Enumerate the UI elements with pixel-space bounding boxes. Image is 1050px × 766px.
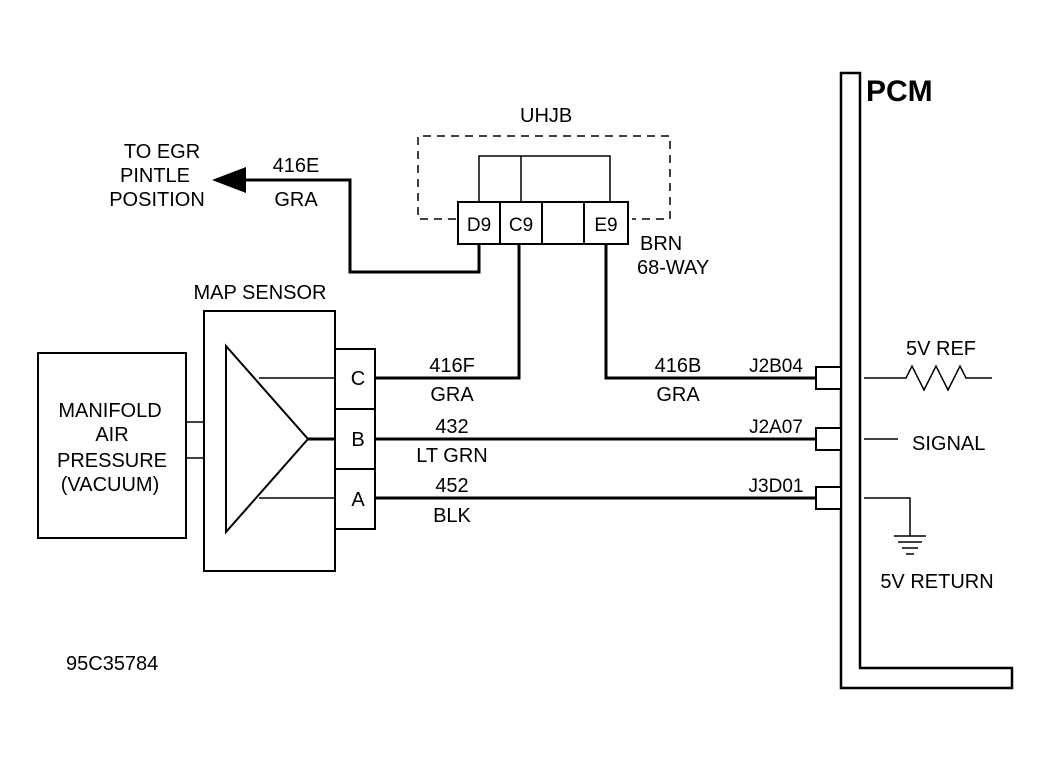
wire-416f-color: GRA bbox=[430, 384, 474, 406]
egr-label-line2: PINTLE bbox=[120, 165, 190, 187]
map-pin-label-b: B bbox=[351, 429, 364, 451]
terminal-label-j2a07: J2A07 bbox=[749, 417, 803, 438]
pcm-function-5v-ref: 5V REF bbox=[906, 338, 976, 360]
uhjb-pin-c9 bbox=[499, 201, 543, 245]
map-pin-b bbox=[334, 408, 376, 470]
map-sensor: MAP SENSOR C B A bbox=[194, 282, 376, 572]
manifold-label-line3: PRESSURE bbox=[57, 450, 167, 472]
pcm-module: PCM bbox=[839, 71, 1014, 690]
pcm-signal-circuit: SIGNAL bbox=[864, 433, 985, 455]
pcm-5v-return-circuit: 5V RETURN bbox=[864, 497, 994, 593]
wire-432-color: LT GRN bbox=[416, 445, 488, 467]
wire-416b: 416B GRA bbox=[604, 244, 816, 406]
wire-432-circuit: 432 bbox=[435, 416, 468, 438]
figure-id: 95C35784 bbox=[66, 653, 158, 675]
wire-416e-color: GRA bbox=[274, 189, 318, 211]
resistor-icon bbox=[864, 364, 992, 392]
wire-432: 432 LT GRN bbox=[375, 416, 816, 467]
map-pin-label-a: A bbox=[351, 489, 365, 511]
terminal-label-j2b04: J2B04 bbox=[749, 356, 803, 377]
uhjb-pin-label-c9: C9 bbox=[509, 215, 533, 236]
wire-416e-circuit: 416E bbox=[273, 155, 320, 177]
pcm-terminal-j2b04 bbox=[815, 366, 842, 390]
egr-output: TO EGR PINTLE POSITION 416E GRA bbox=[109, 141, 481, 274]
connector-type-label: 68-WAY bbox=[637, 257, 709, 279]
manifold-label-line2: AIR bbox=[95, 424, 128, 446]
egr-label-line1: TO EGR bbox=[124, 141, 200, 163]
wire-416f-circuit: 416F bbox=[429, 355, 475, 377]
pcm-terminal-j3d01 bbox=[815, 486, 842, 510]
terminal-label-j3d01: J3D01 bbox=[749, 476, 804, 497]
pcm-terminal-j2a07 bbox=[815, 427, 842, 451]
wire-452: 452 BLK bbox=[375, 475, 816, 527]
pcm-5v-ref-circuit: 5V REF bbox=[864, 338, 992, 392]
wire-416b-color: GRA bbox=[656, 384, 700, 406]
egr-label-line3: POSITION bbox=[109, 189, 205, 211]
uhjb-junction-block: UHJB D9 C9 E9 BRN 68-WAY bbox=[417, 105, 709, 279]
uhjb-pin-label-d9: D9 bbox=[467, 215, 491, 236]
manifold-air-pressure: MANIFOLD AIR PRESSURE (VACUUM) bbox=[37, 352, 187, 539]
pcm-function-5v-return: 5V RETURN bbox=[880, 571, 993, 593]
wire-416f: 416F GRA bbox=[375, 244, 521, 406]
wire-452-color: BLK bbox=[433, 505, 471, 527]
manifold-label-line1: MANIFOLD bbox=[58, 400, 161, 422]
map-pin-label-c: C bbox=[351, 368, 365, 390]
manifold-label-line4: (VACUUM) bbox=[61, 474, 160, 496]
uhjb-pin-label-e9: E9 bbox=[594, 215, 617, 236]
uhjb-label: UHJB bbox=[520, 105, 572, 127]
map-pin-a bbox=[334, 468, 376, 530]
map-sensor-label: MAP SENSOR bbox=[194, 282, 327, 304]
ground-icon bbox=[894, 535, 926, 555]
wire-452-circuit: 452 bbox=[435, 475, 468, 497]
wire-416b-circuit: 416B bbox=[655, 355, 702, 377]
connector-color-label: BRN bbox=[640, 233, 682, 255]
pcm-label: PCM bbox=[866, 75, 933, 108]
pcm-terminals: J2B04 J2A07 J3D01 bbox=[749, 356, 842, 510]
pcm-function-signal: SIGNAL bbox=[912, 433, 985, 455]
uhjb-pin-empty bbox=[541, 201, 585, 245]
arrow-left-icon bbox=[212, 167, 246, 193]
